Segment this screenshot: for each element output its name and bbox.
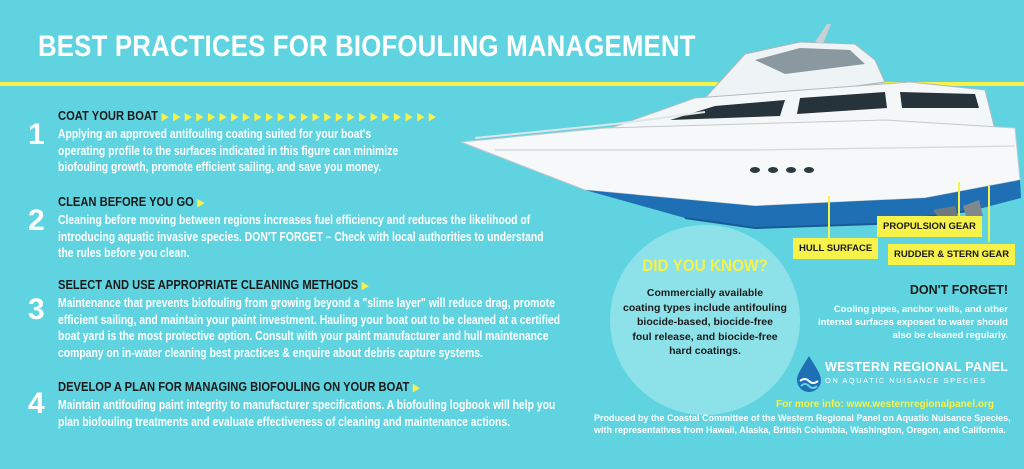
step-line: boat yard is the most protective option.…	[58, 329, 549, 343]
dyk-line: Commercially available	[646, 287, 764, 299]
step-heading: SELECT AND USE APPROPRIATE CLEANING METH…	[58, 277, 578, 292]
did-you-know-text: Commercially available coating types inc…	[610, 286, 800, 359]
step-content: CLEAN BEFORE YOU GO▶ Cleaning before mov…	[58, 194, 643, 262]
step-description: Cleaning before moving between regions i…	[58, 212, 544, 262]
hull-leader-line	[828, 196, 830, 238]
step-number: 4	[28, 387, 45, 420]
dont-forget-title: DON'T FORGET!	[909, 283, 1008, 297]
step-number: 1	[28, 118, 45, 151]
yacht-illustration	[460, 24, 1021, 230]
dont-forget: DON'T FORGET! Cooling pipes, anchor well…	[808, 283, 1008, 342]
step-content: COAT YOUR BOAT▶ ▶ ▶ ▶ ▶ ▶ ▶ ▶ ▶ ▶ ▶ ▶ ▶ …	[58, 108, 499, 176]
porthole-icon	[768, 167, 778, 173]
dont-line: also be cleaned regularly.	[892, 330, 1008, 341]
step-line: Maintenance that prevents biofouling fro…	[58, 296, 555, 310]
step-heading-text: CLEAN BEFORE YOU GO	[58, 194, 194, 209]
dont-forget-text: Cooling pipes, anchor wells, and other i…	[808, 303, 1008, 342]
step-line: plan biofouling treatments and evaluate …	[58, 414, 510, 429]
step-heading-text: DEVELOP A PLAN FOR MANAGING BIOFOULING O…	[58, 379, 410, 394]
step-line: company on in-water cleaning best practi…	[58, 345, 483, 360]
dyk-line: coating types include antifouling	[623, 301, 787, 314]
step-heading: CLEAN BEFORE YOU GO▶	[58, 194, 561, 209]
propulsion-gear-label: PROPULSION GEAR	[877, 216, 982, 237]
step-line: the rules before you clean.	[58, 246, 190, 260]
arrow-icons: ▶ ▶ ▶ ▶ ▶ ▶ ▶ ▶ ▶ ▶ ▶ ▶ ▶ ▶ ▶ ▶ ▶ ▶ ▶ ▶ …	[161, 111, 437, 123]
step-line: introducing aquatic invasive species. DO…	[58, 229, 544, 244]
rudder-stern-gear-label: RUDDER & STERN GEAR	[888, 244, 1016, 265]
wrp-logo: WESTERN REGIONAL PANEL ON AQUATIC NUISAN…	[795, 354, 1015, 394]
step-line: biofouling growth, promote efficient sai…	[58, 160, 382, 174]
credit-line: with representatives from Hawaii, Alaska…	[594, 425, 1006, 435]
arrow-icon: ▶	[412, 382, 421, 394]
cabin-window-1	[670, 100, 785, 120]
arrow-icon: ▶	[361, 280, 370, 292]
step-line: Cleaning before moving between regions i…	[58, 213, 531, 227]
rudder-icon	[963, 200, 983, 220]
step-line: Maintain antifouling paint integrity to …	[58, 398, 556, 412]
step-description: Maintenance that prevents biofouling fro…	[58, 295, 560, 361]
logo-subtitle: ON AQUATIC NUISANCE SPECIES	[825, 376, 987, 385]
dont-line: Cooling pipes, anchor wells, and other	[833, 304, 1008, 315]
water-drop-icon	[797, 356, 821, 392]
credit-text: Produced by the Coastal Committee of the…	[594, 412, 1011, 436]
rudder-leader-line	[988, 186, 990, 242]
step-heading: DEVELOP A PLAN FOR MANAGING BIOFOULING O…	[58, 379, 573, 394]
propulsion-leader-line	[958, 182, 960, 216]
windscreen-shape	[755, 48, 865, 74]
logo-name: WESTERN REGIONAL PANEL	[825, 360, 1009, 374]
mast-shape	[815, 24, 831, 44]
step-number: 2	[28, 204, 45, 237]
porthole-icon	[750, 167, 760, 173]
step-heading-text: SELECT AND USE APPROPRIATE CLEANING METH…	[58, 277, 359, 292]
arrow-icon: ▶	[197, 197, 206, 209]
hull-stripe	[495, 145, 1016, 151]
dyk-line: hard coatings.	[669, 345, 741, 357]
step-line: operating profile to the surfaces indica…	[58, 143, 399, 158]
cabin-window-3	[900, 92, 979, 108]
did-you-know-title: DID YOU KNOW?	[642, 256, 768, 275]
step-description: Maintain antifouling paint integrity to …	[58, 397, 555, 430]
credit-line: Produced by the Coastal Committee of the…	[594, 413, 1011, 423]
more-info-link[interactable]: For more info: www.westernregionalpanel.…	[776, 399, 994, 410]
hull-surface-label: HULL SURFACE	[793, 238, 879, 259]
dyk-line: foul release, and biocide-free	[632, 330, 778, 343]
step-content: DEVELOP A PLAN FOR MANAGING BIOFOULING O…	[58, 379, 657, 430]
step-heading-text: COAT YOUR BOAT	[58, 108, 159, 123]
step-line: Applying an approved antifouling coating…	[58, 127, 372, 141]
dyk-line: biocide-based, biocide-free	[637, 316, 773, 328]
title-divider	[0, 82, 1024, 86]
dont-line: internal surfaces exposed to water shoul…	[817, 317, 1008, 328]
porthole-icon	[804, 167, 814, 173]
step-description: Applying an approved antifouling coating…	[58, 126, 424, 176]
step-number: 3	[28, 293, 45, 326]
did-you-know-bubble	[610, 225, 800, 415]
step-heading: COAT YOUR BOAT▶ ▶ ▶ ▶ ▶ ▶ ▶ ▶ ▶ ▶ ▶ ▶ ▶ …	[58, 108, 437, 123]
step-content: SELECT AND USE APPROPRIATE CLEANING METH…	[58, 277, 663, 361]
step-line: efficient sailing, and maintain your pai…	[58, 312, 561, 327]
porthole-icon	[786, 167, 796, 173]
page-title: BEST PRACTICES FOR BIOFOULING MANAGEMENT	[38, 30, 696, 63]
upper-hull-shape	[460, 119, 1021, 207]
cabin-window-2	[797, 92, 887, 114]
bow-rail	[474, 111, 706, 139]
did-you-know: DID YOU KNOW? Commercially available coa…	[610, 256, 800, 359]
